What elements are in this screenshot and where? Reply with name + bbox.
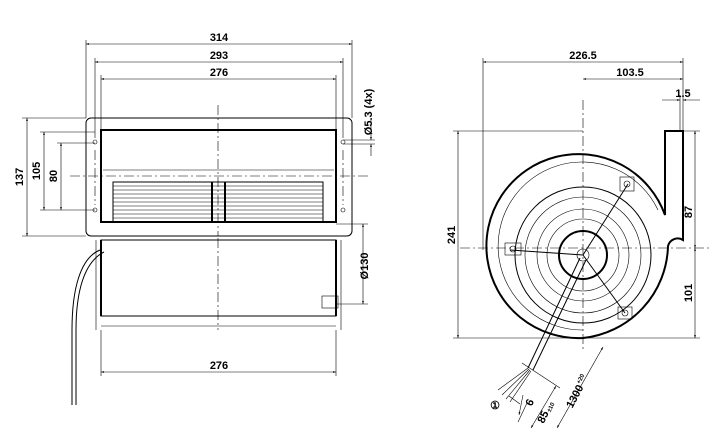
front-view: 314 293 276 137 105 80 Ø5.3 (4x) [14,32,375,237]
top-view: 276 Ø130 [71,223,371,405]
housing-body [100,239,337,317]
cable [71,249,101,405]
screw-icon [504,176,635,320]
dim-276-top: 276 [210,360,228,372]
dim-226-5: 226.5 [569,50,597,62]
lead-wires [497,367,532,403]
dim-87: 87 [683,206,695,218]
support-struts [509,183,629,314]
dim-85: 85 ±10 [536,401,557,425]
mounting-plate [85,117,353,237]
callout-1: ① [490,400,500,412]
dim-241: 241 [446,226,458,244]
dim-293: 293 [210,50,228,62]
side-view: 226.5 103.5 1.5 241 87 101 6 85 ±10 1300… [446,50,710,429]
dim-1300: 1300 +20 [564,373,586,410]
dim-6: 6 [524,397,537,408]
svg-text:85: 85 [536,409,552,425]
dim-137: 137 [14,168,26,186]
dim-276-front: 276 [210,67,228,79]
dim-314: 314 [210,32,229,44]
dim-1-5: 1.5 [675,88,690,100]
lead-cable [527,257,581,369]
dim-101: 101 [683,284,695,302]
dim-103-5: 103.5 [616,67,644,79]
volute-housing [485,130,684,340]
svg-text:+20: +20 [576,373,586,385]
dim-hole-diameter: Ø5.3 (4x) [363,88,375,135]
svg-text:±10: ±10 [547,401,557,413]
dim-105: 105 [31,162,43,180]
terminal-box [321,295,339,309]
svg-text:1300: 1300 [564,383,586,410]
dim-inlet-diameter: Ø130 [359,253,371,280]
dim-80: 80 [48,170,60,182]
